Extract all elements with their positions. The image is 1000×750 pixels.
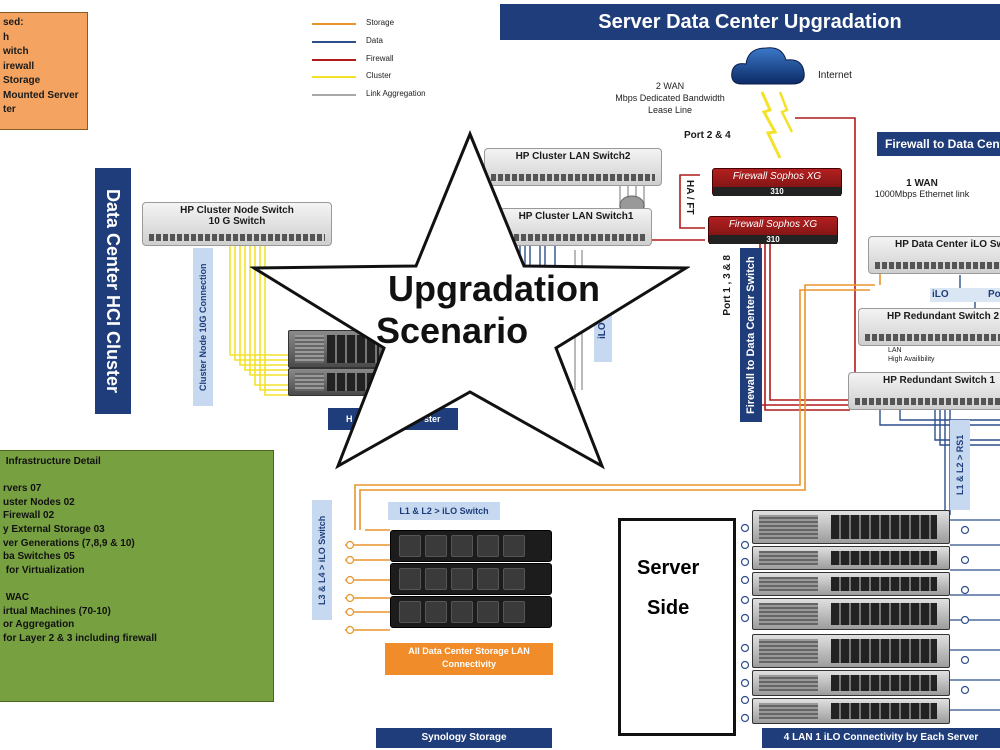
hp-cluster-lan-switch2[interactable]: HP Cluster LAN Switch2	[484, 148, 662, 186]
firewall-dc-switch-label: Firewall to Data Center Switch	[740, 248, 762, 422]
legend-box-line: Mounted Server	[3, 89, 79, 101]
wan1-label: 1 WAN 1000Mbps Ethernet link	[874, 178, 970, 199]
storage-lan-label: All Data Center Storage LAN Connectivity	[385, 643, 553, 675]
wan2-label: 2 WAN Mbps Dedicated Bandwidth Lease Lin…	[615, 81, 725, 115]
firewall-model: 310	[713, 187, 841, 196]
firewall-label: Firewall Sophos XG	[732, 171, 822, 182]
rack-server[interactable]	[752, 698, 950, 724]
l1-l2-ilo-label: L1 & L2 > iLO Switch	[388, 502, 500, 520]
infra-line: y External Storage 03	[3, 523, 105, 535]
infra-line: ver Generations (7,8,9 & 10)	[3, 537, 135, 549]
synology-storage-caption: Synology Storage	[376, 728, 552, 748]
legend-box-line: irewall	[3, 60, 35, 72]
legend-label-data: Data	[366, 36, 383, 45]
cluster-links	[229, 245, 290, 396]
infra-line: for Layer 2 & 3 including firewall	[3, 632, 157, 644]
firewall-dc-header: Firewall to Data Cent	[877, 132, 1000, 156]
infra-line: Firewall 02	[3, 510, 55, 522]
cloud-icon	[731, 47, 805, 85]
hp-cluster-node-switch[interactable]: HP Cluster Node Switch 10 G Switch	[142, 202, 332, 246]
server-side-box: Server Side	[618, 518, 736, 736]
rack-server[interactable]	[752, 510, 950, 544]
infra-line: Infrastructure Detail	[3, 456, 101, 467]
port-2-4-label: Port 2 & 4	[684, 130, 731, 141]
infra-line	[3, 577, 269, 591]
rack-server[interactable]	[752, 546, 950, 570]
hp-dc-ilo-switch[interactable]: HP Data Center iLO Sw	[868, 236, 1000, 274]
legend-label-link-aggregation: Link Aggregation	[366, 89, 426, 98]
legend-label-firewall: Firewall	[366, 54, 394, 63]
storage-links	[354, 272, 881, 531]
legend-box-line: Storage	[3, 75, 41, 86]
l3-l4-label: L3 & L4 > iLO Switch	[312, 500, 332, 620]
rack-server[interactable]	[752, 598, 950, 630]
page-title: Server Data Center Upgradation	[500, 4, 1000, 40]
legend-box-line: h	[3, 31, 10, 43]
lan-ha-label: LAN High Availibility	[888, 347, 935, 363]
infra-line: irtual Machines (70-10)	[3, 605, 111, 617]
infra-line	[3, 469, 269, 483]
synology-nas-2[interactable]	[390, 563, 552, 595]
star-text: Upgradation Scenario	[376, 268, 600, 351]
internet-label: Internet	[818, 70, 852, 81]
firewall-label: Firewall Sophos XG	[728, 219, 818, 230]
l1-l2-rs1-label: L1 & L2 > RS1	[950, 420, 970, 510]
rack-server[interactable]	[752, 634, 950, 668]
legend-box-line: witch	[3, 46, 29, 57]
infra-line: uster Nodes 02	[3, 496, 75, 508]
ilo-by-server-caption: 4 LAN 1 iLO Connectivity by Each Server	[762, 728, 1000, 748]
ha-ft-label: HA / FT	[684, 180, 695, 215]
infra-line: ba Switches 05	[3, 551, 75, 563]
infra-line: WAC	[3, 591, 30, 603]
synology-nas-3[interactable]	[390, 596, 552, 628]
firewall-sophos-1[interactable]: Firewall Sophos XG 310	[712, 168, 842, 196]
infra-line: rvers 07	[3, 483, 42, 495]
node-10g-label: Cluster Node 10G Connection	[193, 248, 213, 406]
hci-cluster-label: Data Center HCI Cluster	[95, 168, 131, 414]
hp-redundant-switch-1[interactable]: HP Redundant Switch 1	[848, 372, 1000, 410]
rack-server[interactable]	[752, 670, 950, 696]
firewall-model: 310	[709, 235, 837, 244]
lightning-icon	[760, 91, 782, 159]
legend-label-storage: Storage	[366, 18, 395, 27]
rack-server[interactable]	[752, 572, 950, 596]
hp-redundant-switch-2[interactable]: HP Redundant Switch 2	[858, 308, 1000, 346]
synology-nas-1[interactable]	[390, 530, 552, 562]
ilo-port-labels: iLO Po	[930, 288, 1000, 302]
infra-line: for Virtualization	[3, 564, 85, 576]
firewall-sophos-2[interactable]: Firewall Sophos XG 310	[708, 216, 838, 244]
port-1-3-8-label: Port 1 , 3 & 8	[722, 255, 733, 316]
legend-box-line: sed:	[3, 17, 24, 28]
infra-line: or Aggregation	[3, 619, 75, 631]
star-shape	[250, 130, 690, 470]
legend-label-cluster: Cluster	[366, 71, 392, 80]
legend-box-line: ter	[3, 104, 16, 115]
